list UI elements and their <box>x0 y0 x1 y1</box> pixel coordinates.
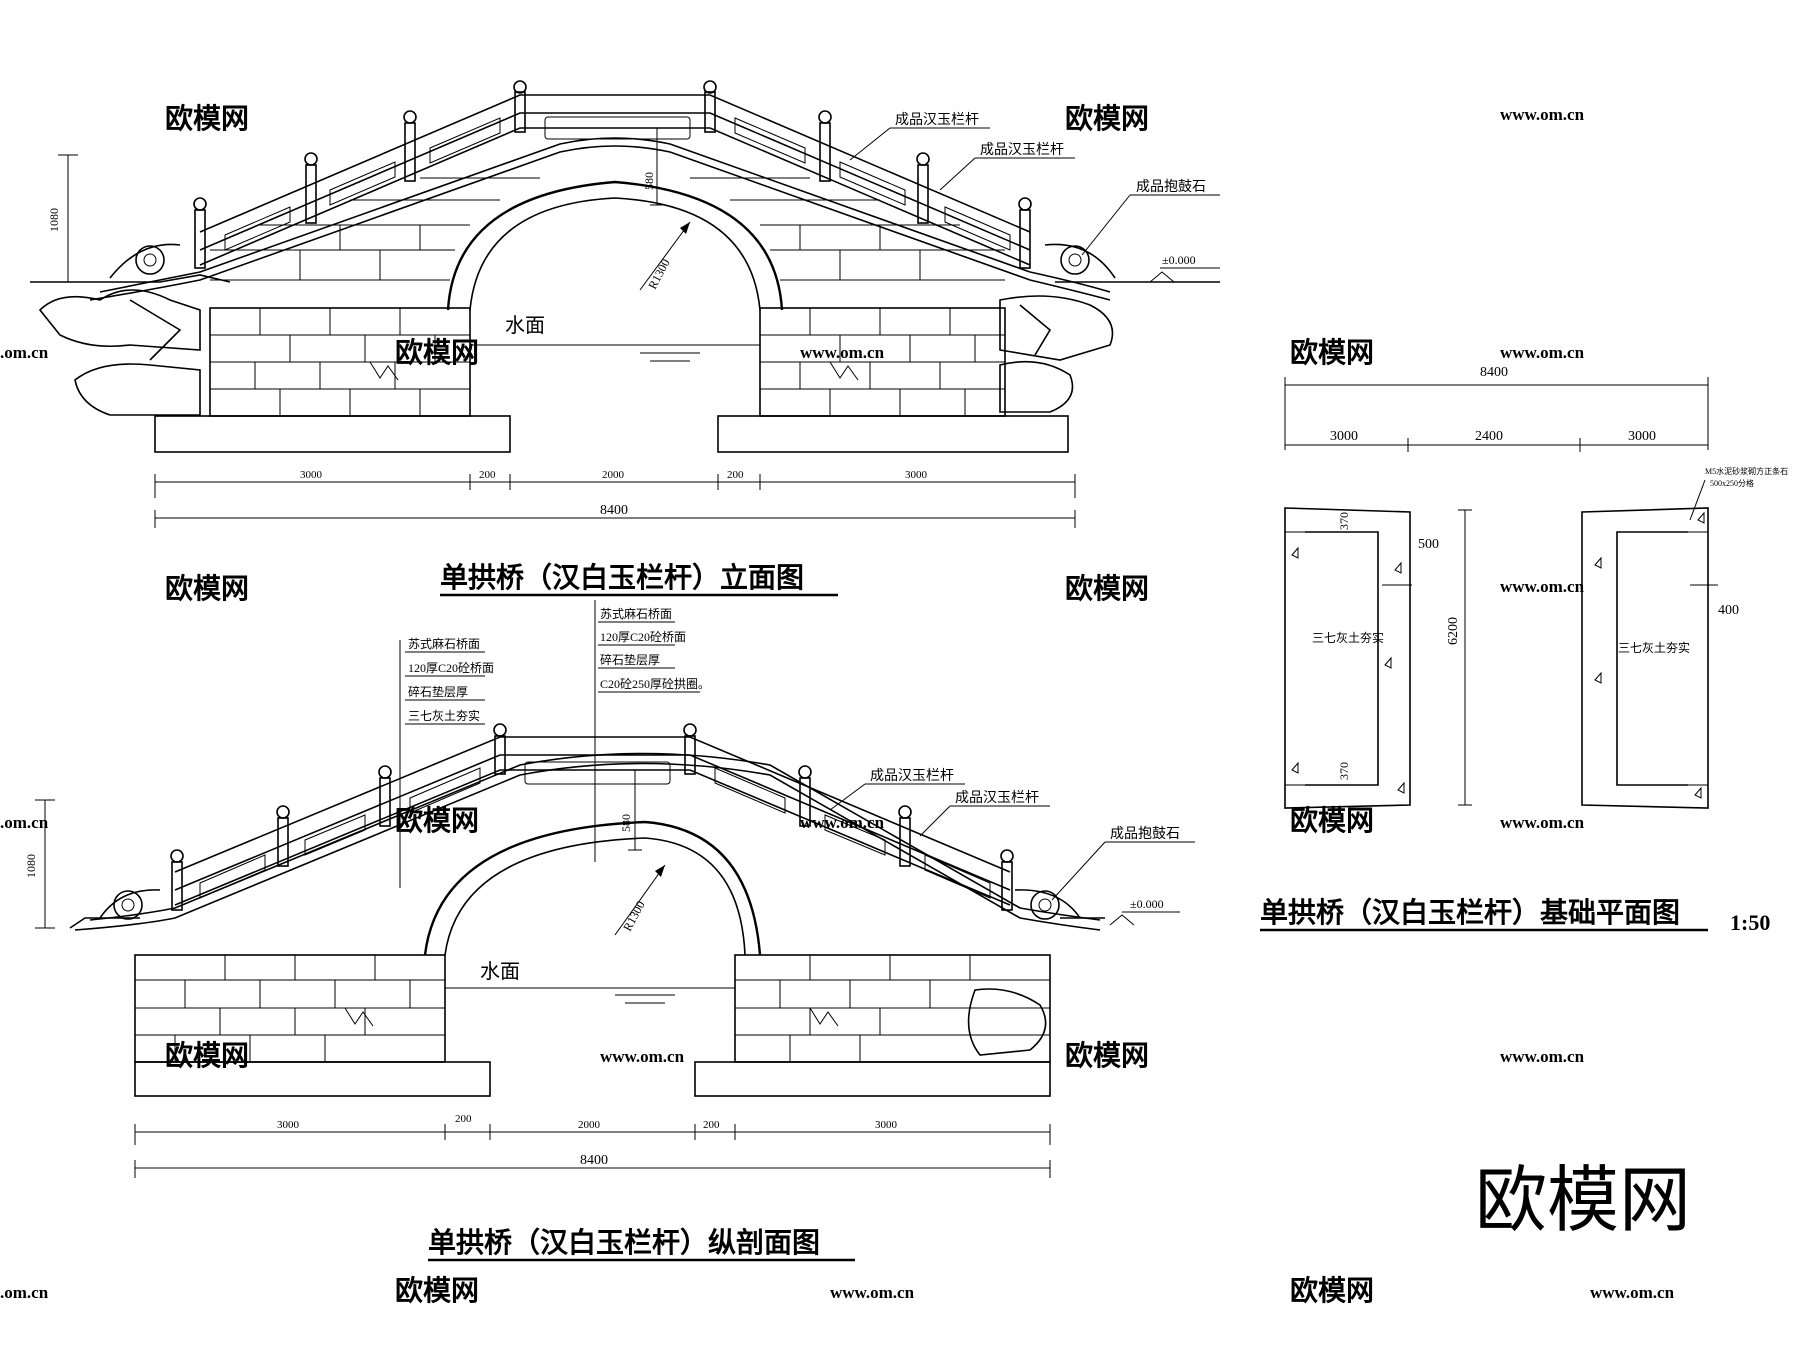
section-dim-1: 3000 <box>277 1119 300 1131</box>
foundation-title: 单拱桥（汉白玉栏杆）基础平面图 <box>1260 896 1680 929</box>
section-arch-rise: 580 <box>619 814 633 832</box>
foundation-dim-2: 2400 <box>1475 429 1503 444</box>
watermark-partial: .om.cn <box>0 813 49 832</box>
section-view: 苏式麻石桥面 120厚C20砼桥面 碎石垫层厚 三七灰土夯实 苏式麻石桥面 12… <box>24 600 1195 1262</box>
watermark-url: www.om.cn <box>1500 105 1585 124</box>
section-title: 单拱桥（汉白玉栏杆）纵剖面图 <box>428 1226 820 1259</box>
elevation-callout-railing: 成品汉玉栏杆 <box>895 112 979 128</box>
watermark-brand: 欧模网 <box>1065 573 1149 605</box>
foundation-right-offset: 400 <box>1718 603 1739 618</box>
foundation-dim-1: 3000 <box>1330 429 1358 444</box>
section-layer-right-2: 120厚C20砼桥面 <box>600 630 686 644</box>
elevation-level: ±0.000 <box>1162 253 1196 267</box>
section-radius: R1300 <box>620 899 647 934</box>
foundation-view: 8400 3000 2400 3000 370 370 500 三七灰土夯实 6… <box>1260 365 1788 935</box>
foundation-fill-left: 三七灰土夯实 <box>1312 630 1384 645</box>
watermark-brand: 欧模网 <box>1290 337 1374 369</box>
elevation-dim-2: 200 <box>479 469 496 481</box>
elevation-dim-5: 3000 <box>905 469 928 481</box>
elevation-posts <box>193 80 1032 269</box>
section-layer-left-3: 碎石垫层厚 <box>408 684 468 699</box>
section-water-label: 水面 <box>480 960 520 983</box>
foundation-dim-3: 3000 <box>1628 429 1656 444</box>
foundation-total: 8400 <box>1480 365 1508 380</box>
section-layer-right-1: 苏式麻石桥面 <box>600 606 672 621</box>
section-layer-right-3: 碎石垫层厚 <box>600 652 660 667</box>
section-layer-right-4: C20砼250厚砼拱圈。 <box>600 677 710 691</box>
elevation-dims: 3000 200 2000 200 3000 <box>154 469 1076 528</box>
section-height-label: 1080 <box>24 854 38 878</box>
section-level: ±0.000 <box>1130 897 1164 911</box>
elevation-dim-3: 2000 <box>602 469 625 481</box>
brand-logo: 欧模网 <box>1475 1161 1691 1241</box>
elevation-title: 单拱桥（汉白玉栏杆）立面图 <box>440 561 804 594</box>
watermark-brand: 欧模网 <box>395 1275 479 1307</box>
foundation-note-line2: 500x250分格 <box>1710 478 1754 488</box>
watermark-layer: 欧模网 欧模网 www.om.cn .om.cn 欧模网 www.om.cn 欧… <box>0 103 1675 1307</box>
section-dim-2: 200 <box>455 1113 472 1125</box>
foundation-fill-right: 三七灰土夯实 <box>1618 640 1690 655</box>
section-dim-5: 3000 <box>875 1119 898 1131</box>
watermark-url: www.om.cn <box>600 1047 685 1066</box>
watermark-url: www.om.cn <box>1500 813 1585 832</box>
watermark-brand: 欧模网 <box>1065 1040 1149 1072</box>
section-dim-3: 2000 <box>578 1119 601 1131</box>
section-layer-left-1: 苏式麻石桥面 <box>408 636 480 651</box>
elevation-total: 8400 <box>600 503 628 518</box>
watermark-url: www.om.cn <box>800 343 885 362</box>
section-callout-railing: 成品汉玉栏杆 <box>870 768 954 784</box>
watermark-url: www.om.cn <box>1500 1047 1585 1066</box>
elevation-callout-drum: 成品抱鼓石 <box>1136 179 1206 195</box>
watermark-url: www.om.cn <box>1500 343 1585 362</box>
watermark-brand: 欧模网 <box>395 337 479 369</box>
foundation-inner-width: 500 <box>1418 537 1439 552</box>
watermark-url: www.om.cn <box>830 1283 915 1302</box>
section-total: 8400 <box>580 1153 608 1168</box>
elevation-water-label: 水面 <box>505 314 545 337</box>
elevation-view: ±0.000 1080 <box>30 80 1220 597</box>
watermark-brand: 欧模网 <box>165 1040 249 1072</box>
watermark-url: www.om.cn <box>1590 1283 1675 1302</box>
section-dim-4: 200 <box>703 1119 720 1131</box>
elevation-height-label: 1080 <box>47 208 61 232</box>
section-callout-drum: 成品抱鼓石 <box>1110 826 1180 842</box>
watermark-brand: 欧模网 <box>1290 1275 1374 1307</box>
section-dims: 3000 200 2000 200 3000 <box>134 1113 1051 1178</box>
watermark-brand: 欧模网 <box>165 103 249 135</box>
section-posts <box>170 723 1014 911</box>
watermark-partial: .om.cn <box>0 343 49 362</box>
elevation-dim-4: 200 <box>727 469 744 481</box>
foundation-left-top: 370 <box>1337 512 1351 530</box>
watermark-brand: 欧模网 <box>1290 805 1374 837</box>
elevation-arch-rise: 580 <box>642 172 656 190</box>
elevation-radius: R1300 <box>645 257 672 292</box>
foundation-left-bottom: 370 <box>1337 762 1351 780</box>
section-callout-railing-2: 成品汉玉栏杆 <box>955 790 1039 806</box>
elevation-dim-1: 3000 <box>300 469 323 481</box>
watermark-brand: 欧模网 <box>165 573 249 605</box>
foundation-scale: 1:50 <box>1730 910 1770 935</box>
section-layer-left-2: 120厚C20砼桥面 <box>408 661 494 675</box>
foundation-note-line1: M5水泥砂浆砌方正条石 <box>1705 466 1788 476</box>
foundation-height: 6200 <box>1446 617 1461 645</box>
watermark-brand: 欧模网 <box>1065 103 1149 135</box>
section-layer-left-4: 三七灰土夯实 <box>408 708 480 723</box>
watermark-partial: .om.cn <box>0 1283 49 1302</box>
watermark-url: www.om.cn <box>1500 577 1585 596</box>
elevation-callout-railing-2: 成品汉玉栏杆 <box>980 142 1064 158</box>
